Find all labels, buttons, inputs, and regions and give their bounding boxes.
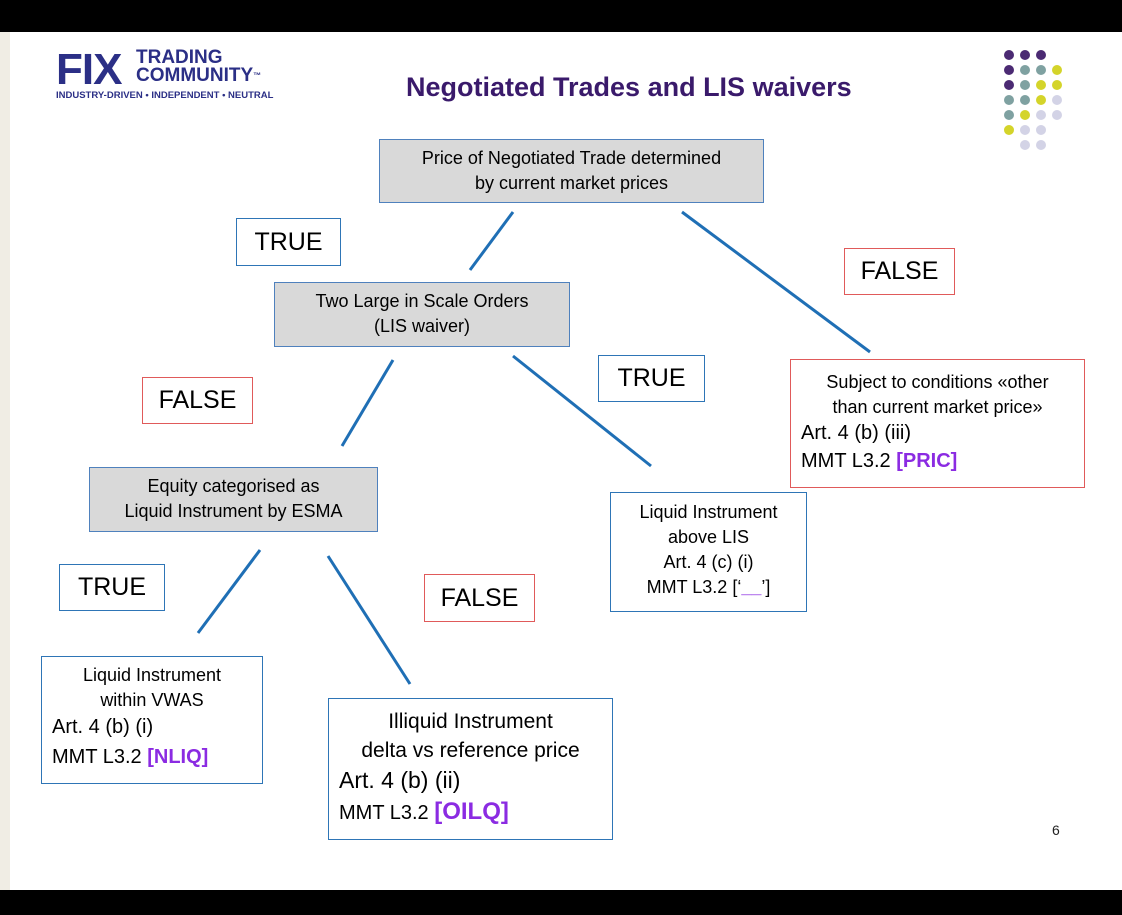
- decorative-dot: [1052, 65, 1062, 75]
- node-root: Price of Negotiated Trade determined by …: [379, 139, 764, 203]
- decorative-dot: [1004, 125, 1014, 135]
- outcome-above-lis-code: __: [741, 577, 762, 597]
- decorative-dot: [1036, 140, 1046, 150]
- decorative-dot: [1052, 80, 1062, 90]
- outcome-oilq-line2: delta vs reference price: [361, 739, 580, 762]
- outcome-above-lis-mmt-prefix: MMT L3.2 [‘: [646, 577, 742, 597]
- outcome-nliq-mmt: MMT L3.2 [NLIQ]: [52, 742, 262, 772]
- outcome-pric-code: [PRIC]: [896, 450, 958, 472]
- outcome-above-lis-mmt-suffix: ’]: [761, 577, 771, 597]
- node-equity: Equity categorised as Liquid Instrument …: [89, 467, 378, 532]
- top-bar: [0, 0, 1122, 32]
- connector-lis-true: [512, 354, 652, 468]
- connector-root-true: [468, 211, 515, 271]
- decorative-dot: [1004, 65, 1014, 75]
- outcome-oilq-mmt-prefix: MMT L3.2: [339, 802, 435, 824]
- decorative-dot: [1036, 80, 1046, 90]
- decorative-dot: [1004, 80, 1014, 90]
- node-lis-line1: Two Large in Scale Orders: [315, 291, 529, 311]
- outcome-nliq-line2: within VWAS: [100, 690, 204, 710]
- label-false-lis: FALSE: [142, 377, 253, 424]
- outcome-nliq-line1: Liquid Instrument: [82, 665, 222, 685]
- outcome-pric-line2: than current market price»: [832, 397, 1043, 417]
- decorative-dot: [1036, 110, 1046, 120]
- connector-lis-false: [340, 359, 395, 447]
- decorative-dot: [1052, 110, 1062, 120]
- outcome-oilq-line1: Illiquid Instrument: [388, 710, 553, 733]
- outcome-above-lis-mmt: MMT L3.2 [‘__’]: [611, 575, 806, 600]
- decorative-dot: [1020, 80, 1030, 90]
- label-true-lis: TRUE: [598, 355, 705, 402]
- node-root-line2: by current market prices: [474, 173, 669, 193]
- label-false-root: FALSE: [844, 248, 955, 295]
- outcome-oilq-article: Art. 4 (b) (ii): [339, 767, 461, 793]
- outcome-pric: Subject to conditions «other than curren…: [790, 359, 1085, 488]
- outcome-above-lis-line2: above LIS: [667, 527, 750, 547]
- node-root-line1: Price of Negotiated Trade determined: [421, 148, 722, 168]
- node-equity-line2: Liquid Instrument by ESMA: [124, 501, 343, 521]
- slide-title: Negotiated Trades and LIS waivers: [406, 72, 852, 102]
- fix-trading-community-logo: FIX TRADING COMMUNITY™ INDUSTRY-DRIVEN •…: [56, 46, 306, 102]
- logo-community-text: COMMUNITY: [136, 65, 254, 86]
- outcome-pric-mmt-prefix: MMT L3.2: [801, 450, 897, 472]
- node-equity-line1: Equity categorised as: [147, 476, 320, 496]
- label-false-equity: FALSE: [424, 574, 535, 622]
- outcome-oilq: Illiquid Instrument delta vs reference p…: [328, 698, 613, 840]
- outcome-above-lis-line1: Liquid Instrument: [639, 502, 778, 522]
- decorative-dot: [1036, 95, 1046, 105]
- decorative-dot: [1004, 95, 1014, 105]
- outcome-pric-mmt: MMT L3.2 [PRIC]: [801, 447, 1084, 475]
- outcome-pric-article: Art. 4 (b) (iii): [801, 422, 911, 444]
- logo-word-trading: TRADING: [136, 47, 223, 68]
- page-number: 6: [1052, 822, 1060, 838]
- decorative-dot: [1004, 50, 1014, 60]
- decorative-dot: [1004, 110, 1014, 120]
- decorative-dot: [1020, 125, 1030, 135]
- outcome-oilq-code: [OILQ]: [434, 798, 509, 825]
- decorative-dot: [1020, 65, 1030, 75]
- outcome-nliq-article: Art. 4 (b) (i): [52, 716, 154, 738]
- outcome-nliq-mmt-prefix: MMT L3.2: [52, 746, 148, 768]
- outcome-nliq: Liquid Instrument within VWAS Art. 4 (b)…: [41, 656, 263, 784]
- decorative-dot: [1020, 50, 1030, 60]
- connector-root-false: [681, 210, 871, 354]
- logo-trademark: ™: [253, 71, 262, 80]
- decorative-dot: [1020, 140, 1030, 150]
- logo-fix-text: FIX: [56, 45, 122, 94]
- node-lis: Two Large in Scale Orders (LIS waiver): [274, 282, 570, 347]
- connector-equity-false: [326, 555, 412, 685]
- logo-word-community: COMMUNITY™: [136, 66, 261, 85]
- decorative-dot: [1052, 95, 1062, 105]
- decorative-dot: [1036, 125, 1046, 135]
- decorative-dot: [1036, 65, 1046, 75]
- outcome-above-lis: Liquid Instrument above LIS Art. 4 (c) (…: [610, 492, 807, 612]
- decorative-dot: [1020, 95, 1030, 105]
- outcome-above-lis-article: Art. 4 (c) (i): [663, 552, 754, 572]
- bottom-bar: [0, 890, 1122, 915]
- outcome-pric-line1: Subject to conditions «other: [826, 372, 1049, 392]
- decorative-dot: [1036, 50, 1046, 60]
- logo-tagline: INDUSTRY-DRIVEN • INDEPENDENT • NEUTRAL: [56, 90, 274, 101]
- label-true-root: TRUE: [236, 218, 341, 266]
- outcome-nliq-code: [NLIQ]: [147, 746, 209, 768]
- connector-equity-true: [196, 549, 262, 634]
- decorative-dot: [1020, 110, 1030, 120]
- node-lis-line2: (LIS waiver): [373, 316, 471, 336]
- label-true-equity: TRUE: [59, 564, 165, 611]
- outcome-oilq-mmt: MMT L3.2 [OILQ]: [339, 796, 612, 829]
- decorative-dot-grid: [1004, 50, 1084, 170]
